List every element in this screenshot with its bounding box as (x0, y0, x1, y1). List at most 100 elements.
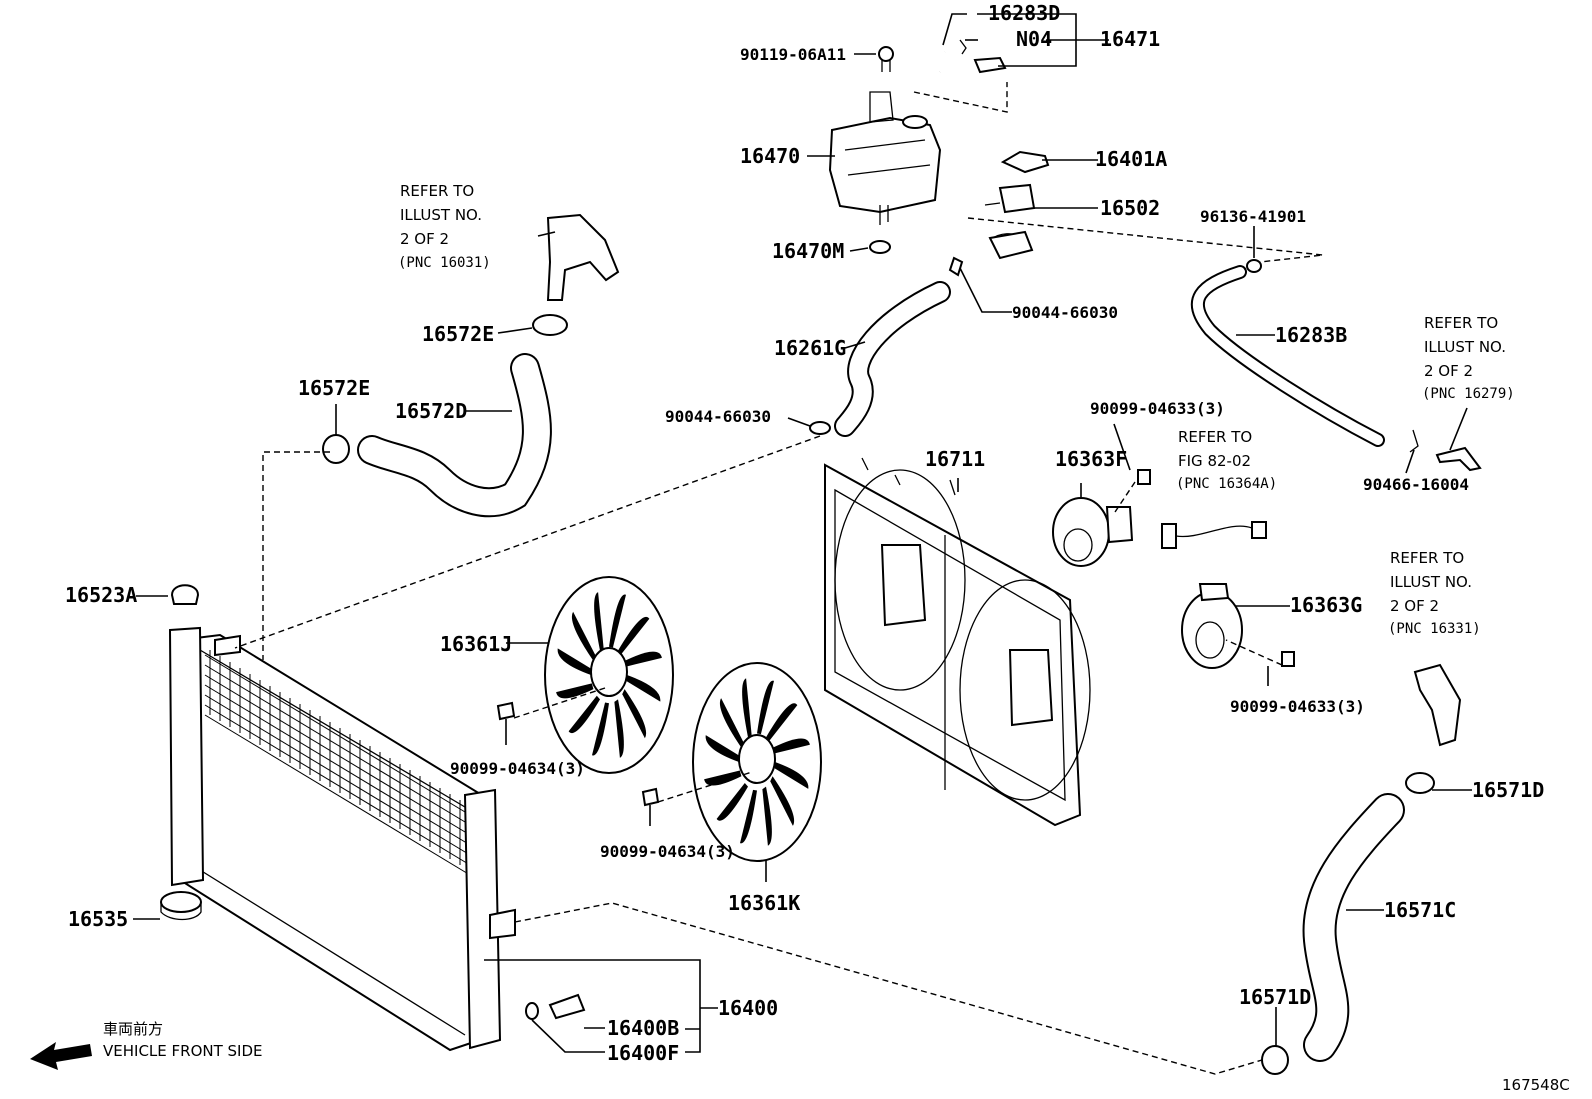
hose-16261G (834, 281, 951, 437)
label-16400: 16400 (718, 996, 778, 1020)
label-90099-04633-b: 90099-04633(3) (1230, 697, 1365, 716)
fan-blade (622, 689, 647, 739)
fan-blade (770, 776, 795, 826)
dashed-reference-lines (234, 82, 1324, 1075)
fan-blade (716, 782, 748, 821)
label-16363F: 16363F (1055, 447, 1127, 471)
label-16711: 16711 (925, 447, 985, 471)
fan-blade (757, 680, 774, 735)
refer-note-line: ILLUST NO. (1424, 338, 1506, 356)
fitting-16331 (1413, 663, 1462, 747)
refer-note-line: REFER TO (400, 182, 474, 200)
refer-note-line: ILLUST NO. (1390, 573, 1472, 591)
label-16470M: 16470M (772, 239, 844, 263)
refer-note-line: REFER TO (1178, 428, 1252, 446)
fan-blade (592, 702, 609, 756)
connector-16364A (1161, 521, 1267, 549)
refer-note-line: 2 OF 2 (400, 230, 449, 248)
fan-blade (568, 695, 600, 734)
label-16572E-left: 16572E (298, 376, 370, 400)
label-96136-41901: 96136-41901 (1200, 207, 1306, 226)
grommet-16470M (869, 240, 891, 254)
label-16535: 16535 (68, 907, 128, 931)
part-number-labels: 16283D N04 16471 90119-06A11 16470 16401… (65, 1, 1544, 1065)
refer-note-line: (PNC 16031) (398, 255, 491, 271)
radiator-fin (204, 684, 471, 846)
refer-note-16364A: REFER TO FIG 82-02 (PNC 16364A) (1176, 428, 1277, 492)
clamp-16571D-bottom (1261, 1045, 1289, 1075)
fan-blade (772, 738, 810, 754)
label-90119-06A11: 90119-06A11 (740, 45, 846, 64)
fan-blade (762, 786, 772, 846)
label-16471: 16471 (1100, 27, 1160, 51)
clip-96136 (1246, 259, 1262, 273)
screw-90099-04633-a (1137, 469, 1151, 485)
fan-blade (614, 699, 624, 758)
fan-blade (766, 703, 798, 742)
refer-note-line: FIG 82-02 (1178, 452, 1251, 470)
label-16470: 16470 (740, 144, 800, 168)
refer-note-line: (PNC 16364A) (1176, 476, 1277, 492)
label-90099-04633-a: 90099-04633(3) (1090, 399, 1225, 418)
refer-note-line: REFER TO (1424, 314, 1498, 332)
clip-N04 (959, 39, 967, 55)
label-16363G: 16363G (1290, 593, 1362, 617)
label-16361K: 16361K (728, 891, 800, 915)
radiator-fin (204, 664, 471, 826)
radiator-fin (204, 654, 471, 816)
radiator-fin (204, 674, 471, 836)
fan-blade (557, 648, 592, 675)
clamp-16571D-right (1405, 772, 1435, 794)
label-16361J: 16361J (440, 632, 512, 656)
label-16283D: 16283D (988, 1, 1060, 25)
label-16571D-bottom: 16571D (1239, 985, 1311, 1009)
radiator-16400 (168, 626, 516, 1052)
motor-16363F (1052, 497, 1134, 567)
label-16572E-top: 16572E (422, 322, 494, 346)
leader-lines (133, 13, 1472, 1053)
label-16400F: 16400F (607, 1041, 679, 1065)
cushion-16535 (160, 891, 202, 921)
direction-note-english: VEHICLE FRONT SIDE (103, 1042, 263, 1060)
fitting-16279 (1435, 446, 1482, 472)
outlet-16031 (546, 213, 620, 301)
bolt-90119 (878, 46, 894, 72)
label-16283B: 16283B (1275, 323, 1347, 347)
label-90044-66030-upper: 90044-66030 (1012, 303, 1118, 322)
motor-16363G (1181, 583, 1243, 669)
fan-blade (624, 651, 662, 667)
hose-16571C (1302, 793, 1405, 1062)
screw-90099-04634-a (496, 701, 516, 721)
clamp-90044-upper (948, 256, 964, 277)
fan-blade (626, 675, 661, 702)
clip-90466 (1409, 429, 1419, 453)
fan-blade (704, 770, 742, 786)
fan-blade (618, 616, 650, 655)
label-90466-16004: 90466-16004 (1363, 475, 1469, 494)
drain-plug-16400B (548, 993, 586, 1020)
fan-blade (594, 592, 604, 651)
fan-blade (742, 678, 752, 738)
refer-note-16031: REFER TO ILLUST NO. 2 OF 2 (PNC 16031) (398, 182, 491, 271)
clamp-16572E-top (532, 314, 568, 336)
label-16502: 16502 (1100, 196, 1160, 220)
label-90099-04634-b: 90099-04634(3) (600, 842, 735, 861)
label-16261G: 16261G (774, 336, 846, 360)
vehicle-front-arrow-icon (30, 1042, 92, 1070)
o-ring-16400F (525, 1002, 539, 1020)
label-16572D: 16572D (395, 399, 467, 423)
radiator-fin (204, 714, 471, 876)
refer-note-line: (PNC 16331) (1388, 621, 1481, 637)
fan-blade (571, 611, 596, 661)
label-16571C: 16571C (1384, 898, 1456, 922)
refer-note-line: REFER TO (1390, 549, 1464, 567)
label-90044-66030-lower: 90044-66030 (665, 407, 771, 426)
fan-blade (719, 698, 744, 748)
refer-note-line: (PNC 16279) (1422, 386, 1515, 402)
label-16400B: 16400B (607, 1016, 679, 1040)
reserve-tank-16470 (828, 91, 942, 225)
clamp-90044-lower (809, 421, 831, 435)
label-N04: N04 (1016, 27, 1052, 51)
screw-90099-04634-b (641, 787, 660, 807)
